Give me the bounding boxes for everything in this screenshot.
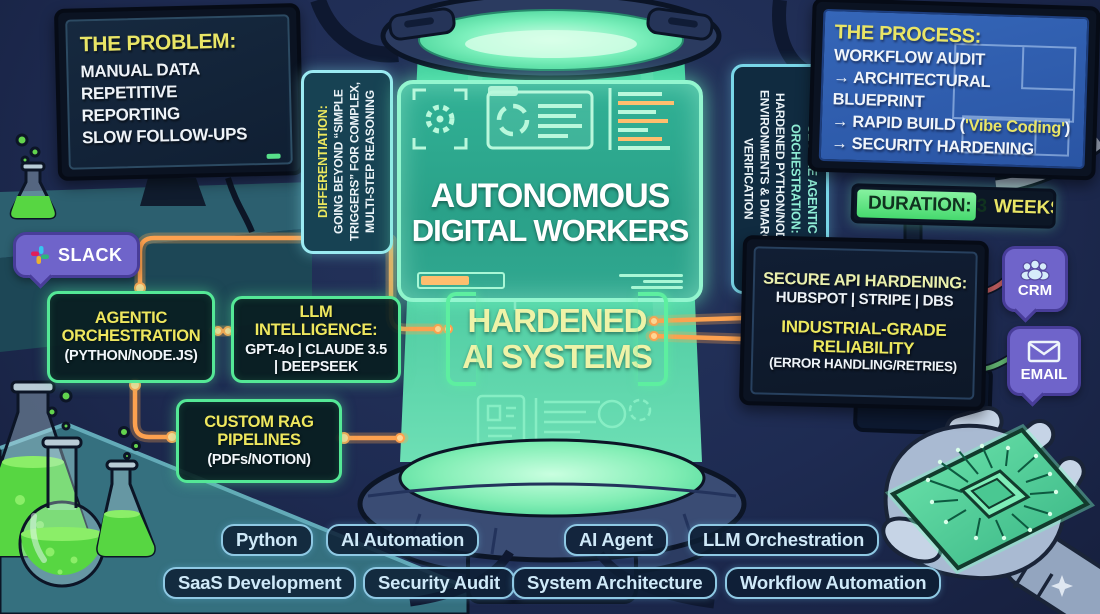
window-icon xyxy=(486,86,594,150)
secure-agentic-text: SECURE AGENTIC ORCHESTRATION: HARDENED P… xyxy=(740,72,820,286)
agentic-title: AGENTIC ORCHESTRATION xyxy=(61,308,201,346)
problem-title: THE PROBLEM: xyxy=(79,29,237,57)
email-envelope-icon xyxy=(1027,340,1061,363)
differentiation-panel: DIFFERENTIATION: GOING BEYOND “SIMPLE TR… xyxy=(301,70,393,254)
sparkle-icon xyxy=(1051,575,1073,597)
duration-label: DURATION: 3 xyxy=(867,192,988,217)
hardened-systems-badge: HARDENED AI SYSTEMS xyxy=(446,292,668,386)
rag-subtitle: (PDFs/NOTION) xyxy=(207,452,311,469)
power-led xyxy=(266,153,281,159)
process-monitor: THE PROCESS: WORKFLOW AUDIT → ARCHITECTU… xyxy=(807,0,1100,181)
rag-title: CUSTOM RAG PIPELINES xyxy=(204,412,314,450)
main-title: AUTONOMOUS DIGITAL WORKERS xyxy=(411,154,690,272)
bracket-left-icon xyxy=(446,292,476,386)
process-step-3-prefix: → RAPID BUILD ( xyxy=(831,112,966,135)
tag-chip-workflow-automation: Workflow Automation xyxy=(725,567,942,599)
secure-api-subtitle: HUBSPOT | STRIPE | DBS xyxy=(775,289,954,311)
flask-conical-right xyxy=(96,426,156,558)
process-step-2: → ARCHITECTURAL BLUEPRINT xyxy=(832,68,991,112)
tag-chip-python: Python xyxy=(221,524,313,556)
meter-icon xyxy=(417,272,505,289)
tag-chip-saas-development: SaaS Development xyxy=(163,567,357,599)
screen-bottom-decoration xyxy=(401,272,699,298)
problem-monitor: THE PROBLEM: MANUAL DATA REPETITIVE REPO… xyxy=(53,3,305,181)
screen-icons xyxy=(412,86,674,150)
gear-icon xyxy=(412,88,468,150)
process-step-3-highlight: 'Vibe Coding' xyxy=(964,116,1065,138)
slack-badge: SLACK xyxy=(13,232,140,278)
status-lines-icon xyxy=(619,274,683,289)
agentic-subtitle: (PYTHON/NODE.JS) xyxy=(64,348,198,365)
center-display-screen: AUTONOMOUS DIGITAL WORKERS xyxy=(397,80,703,302)
differentiation-body: GOING BEYOND “SIMPLE TRIGGERS” FOR COMPL… xyxy=(331,82,378,242)
flask-round xyxy=(18,389,106,588)
problem-line-2: REPETITIVE REPORTING xyxy=(80,82,181,126)
reliability-subtitle: (ERROR HANDLING/RETRIES) xyxy=(768,355,958,375)
process-screen: THE PROCESS: WORKFLOW AUDIT → ARCHITECTU… xyxy=(818,8,1090,170)
crm-badge: CRM xyxy=(1002,246,1068,312)
reliability-title: INDUSTRIAL-GRADE RELIABILITY xyxy=(781,317,947,359)
problem-line-3: SLOW FOLLOW-UPS xyxy=(81,124,248,148)
duration-suffix: WEEKS xyxy=(993,196,1057,220)
email-badge: EMAIL xyxy=(1007,326,1081,396)
main-title-line-2: DIGITAL WORKERS xyxy=(411,212,690,248)
slack-icon xyxy=(31,246,49,264)
email-label: EMAIL xyxy=(1020,366,1068,383)
llm-title: LLM INTELLIGENCE: xyxy=(254,302,378,340)
tag-chip-ai-agent: AI Agent xyxy=(564,524,668,556)
crm-label: CRM xyxy=(1017,282,1053,299)
secure-agentic-body: HARDENED PYTHON/NODE.JS ENVIRONMENTS & D… xyxy=(741,89,788,269)
chip-icon xyxy=(884,423,1096,575)
llm-intelligence-box: LLM INTELLIGENCE: GPT-4o | CLAUDE 3.5 | … xyxy=(231,296,401,383)
flask-small-top-left xyxy=(9,133,57,220)
crm-users-icon xyxy=(1020,259,1050,281)
slack-label: SLACK xyxy=(58,244,123,265)
problem-screen: THE PROBLEM: MANUAL DATA REPETITIVE REPO… xyxy=(65,14,293,170)
llm-subtitle: GPT-4o | CLAUDE 3.5 | DEEPSEEK xyxy=(245,342,387,376)
robot-hand xyxy=(881,405,1100,614)
reliability-screen: SECURE API HARDENING: HUBSPOT | STRIPE |… xyxy=(750,246,978,400)
capsule-top xyxy=(380,0,722,81)
tag-chip-ai-automation: AI Automation xyxy=(326,524,480,556)
hardened-line-2: AI SYSTEMS xyxy=(462,338,653,375)
rag-pipelines-box: CUSTOM RAG PIPELINES (PDFs/NOTION) xyxy=(176,399,342,483)
tag-chip-security-audit: Security Audit xyxy=(363,567,515,599)
tag-chip-system-architecture: System Architecture xyxy=(512,567,718,599)
main-title-line-1: AUTONOMOUS xyxy=(430,177,671,216)
process-step-3-suffix: ) xyxy=(1064,119,1071,138)
differentiation-text: DIFFERENTIATION: GOING BEYOND “SIMPLE TR… xyxy=(315,76,379,248)
tag-chip-llm-orchestration: LLM Orchestration xyxy=(688,524,880,556)
flasks xyxy=(0,133,156,588)
hardened-line-1: HARDENED xyxy=(467,302,647,340)
bracket-right-icon xyxy=(638,292,668,386)
agentic-orchestration-box: AGENTIC ORCHESTRATION (PYTHON/NODE.JS) xyxy=(47,291,215,383)
differentiation-title: DIFFERENTIATION: xyxy=(316,105,330,219)
reliability-monitor: SECURE API HARDENING: HUBSPOT | STRIPE |… xyxy=(738,235,990,411)
code-lines-icon xyxy=(608,88,674,150)
